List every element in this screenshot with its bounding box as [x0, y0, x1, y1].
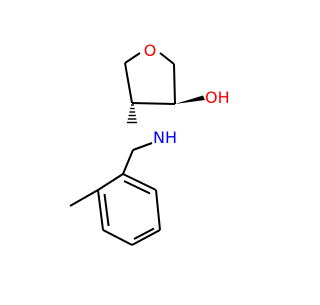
- bond-c3-c4: [131, 102, 176, 105]
- bond-c2-c3: [124, 62, 133, 104]
- bond-n-ch2: [132, 142, 153, 151]
- molecule-structure-diagram: O OH NH: [69, 41, 230, 246]
- amine-label: NH: [153, 128, 177, 147]
- bond-c5-c4: [173, 63, 176, 105]
- benzene-ring: [97, 173, 161, 246]
- hashed-wedge-bond-c3-n: [127, 104, 137, 124]
- bond-ring-o-c2: [124, 52, 141, 64]
- bond-ring-o-c5: [159, 52, 175, 65]
- ring-oxygen-label: O: [144, 41, 157, 60]
- bond-ring-methyl: [69, 189, 99, 207]
- bond-ch2-ring: [122, 149, 134, 175]
- wedge-bond-c4-oh: [175, 95, 205, 104]
- hydroxyl-label: OH: [205, 88, 230, 107]
- structure-svg: O OH NH: [69, 41, 230, 246]
